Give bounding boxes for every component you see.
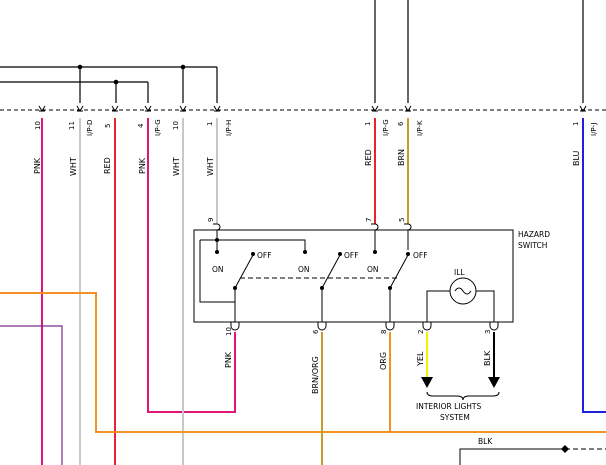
switch-pin-label: 2 (417, 330, 425, 334)
pin-conn-label: I/P-H (225, 120, 233, 136)
switch-on-label: ON (298, 265, 310, 274)
switch-pin-label: 6 (312, 329, 320, 334)
switch-off-label: OFF (413, 251, 428, 260)
wire-label-blk: BLK (483, 350, 492, 366)
pin-label: 1 (206, 122, 214, 126)
wire-label-wht: WHT (206, 157, 215, 176)
switch-contact-dots (215, 238, 410, 290)
switch-pin-label: 8 (380, 330, 388, 334)
splice-dots (77, 64, 186, 85)
splice-diamond (561, 445, 569, 453)
switch-on-label: ON (367, 265, 379, 274)
pin-label: 6 (397, 121, 405, 126)
switch-bottom-pin-labels: 10 6 8 2 3 (225, 327, 492, 336)
switch-pin-label: 9 (207, 218, 215, 222)
hazard-switch-title: SWITCH (518, 241, 547, 250)
wire-label-pnk: PNK (138, 157, 147, 174)
colored-wires (0, 118, 606, 465)
switch-top-pin-labels: 9 7 5 (207, 218, 406, 222)
wire-label-blk-bottom: BLK (478, 437, 493, 446)
wire-label-yel: YEL (416, 351, 425, 367)
pin-label: 10 (172, 121, 180, 130)
pin-label: 10 (34, 121, 42, 130)
bottom-blk-wire (459, 448, 606, 465)
pin-label: 1 (572, 122, 580, 126)
wire-label-pnk: PNK (33, 157, 42, 174)
wire-label-red: RED (364, 149, 373, 166)
interior-lights-label: SYSTEM (440, 413, 470, 422)
pin-label: 4 (137, 123, 145, 128)
switch-pin-label: 10 (225, 327, 233, 336)
ill-lamp-label: ILL (454, 268, 465, 277)
top-bus-wires (0, 0, 584, 103)
wire-label-brn-org: BRN/ORG (311, 356, 320, 394)
switch-pin-label: 7 (365, 218, 373, 222)
interior-lights-arrows (421, 377, 500, 388)
switch-bottom-terminals (230, 322, 499, 331)
connector-pin-labels: 10 11 I/P-D 5 4 I/P-G 10 1 I/P-H 1 I/P-G… (34, 119, 598, 136)
interior-lights-bracket (426, 391, 500, 401)
ill-lamp (426, 277, 495, 322)
pin-conn-label: I/P-D (86, 120, 94, 136)
wire-label-pnk-bottom: PNK (224, 351, 233, 368)
interior-lights-label: INTERIOR LIGHTS (416, 402, 481, 411)
pin-conn-label: I/P-G (382, 119, 390, 136)
switch-position-labels: ON OFF ON OFF ON OFF (212, 251, 428, 274)
wire-orange-top (0, 292, 606, 433)
wire-label-wht: WHT (69, 157, 78, 176)
hazard-switch-title: HAZARD (518, 230, 550, 239)
hazard-switch-box (193, 229, 514, 323)
wire-label-org: ORG (379, 352, 388, 370)
wire-label-blu: BLU (572, 150, 581, 166)
pin-label: 11 (68, 121, 76, 130)
pin-conn-label: I/P-G (154, 119, 162, 136)
pin-label: 5 (104, 124, 112, 128)
switch-on-label: ON (212, 265, 224, 274)
switch-off-label: OFF (344, 251, 359, 260)
wire-pnk-2 (147, 118, 236, 413)
wire-labels: PNK WHT RED PNK WHT WHT RED BRN BLU PNK … (33, 149, 581, 394)
switch-pin-label: 5 (398, 218, 406, 222)
pin-label: 1 (364, 122, 372, 126)
switch-off-label: OFF (257, 251, 272, 260)
wire-blu (582, 118, 606, 413)
switch-top-terminals (213, 223, 412, 231)
switch-internal-wiring (199, 230, 409, 322)
wire-label-red: RED (103, 157, 112, 174)
pin-conn-label: I/P-K (416, 120, 424, 136)
pin-conn-label: I/P-J (590, 123, 598, 136)
wire-label-brn: BRN (397, 149, 406, 166)
wire-label-wht: WHT (172, 157, 181, 176)
connector-terminals (38, 105, 587, 112)
switch-pin-label: 3 (484, 330, 492, 334)
wire-purple (0, 325, 63, 465)
